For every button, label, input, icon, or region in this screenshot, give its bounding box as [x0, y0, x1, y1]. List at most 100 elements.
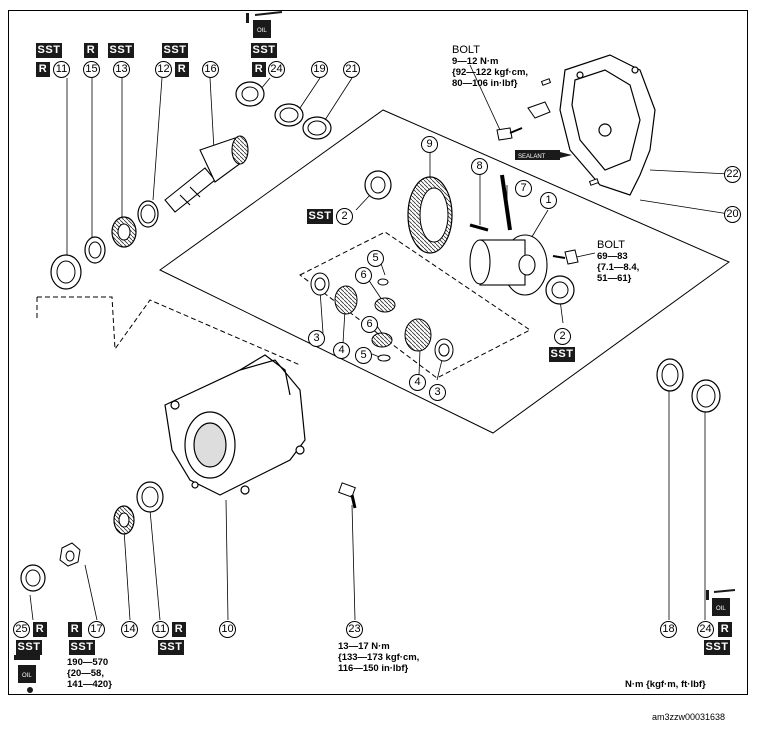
callout-7: 7: [515, 180, 532, 197]
spec-line: {20—58,: [67, 668, 104, 679]
callout-9: 9: [421, 136, 438, 153]
side-bearing-2-lower-drawing: [545, 275, 575, 305]
lock-nut-torque-spec: 190—570 {20—58, 141—420}: [67, 657, 112, 690]
spec-line: 190—570: [67, 657, 109, 668]
spec-line: {7.1—8.4,: [597, 262, 640, 273]
sealant-tube-drawing: [515, 150, 572, 160]
carrier-assembly-outline: [159, 109, 730, 434]
shaft-8-drawing: [469, 223, 489, 232]
callout-15: 15: [83, 61, 100, 78]
oil-label: OIL: [716, 606, 726, 612]
rear-cover-22-drawing: [559, 54, 656, 196]
callout-3: 3: [429, 384, 446, 401]
sst-badge: SST: [307, 209, 333, 224]
drive-pinion-16-drawing: [164, 135, 249, 213]
callout-14: 14: [121, 621, 138, 638]
sst-badge: SST: [251, 43, 277, 58]
units-legend: N·m {kgf·m, ft·lbf}: [625, 679, 706, 690]
oil-seal-11-drawing: [50, 254, 82, 290]
sst-badge: SST: [36, 43, 62, 58]
callout-24: 24: [697, 621, 714, 638]
r-badge: R: [84, 43, 98, 58]
sst-badge: SST: [16, 640, 42, 655]
ring-gear-9-drawing: [407, 176, 453, 254]
r-badge: R: [33, 622, 47, 637]
callout-13: 13: [113, 61, 130, 78]
lock-nut-17-drawing: [59, 542, 81, 567]
r-badge: R: [175, 62, 189, 77]
pin-7-drawing: [500, 174, 512, 231]
callout-5: 5: [367, 250, 384, 267]
bearing-group-outline: [37, 296, 301, 366]
spec-line: 13—17 N·m: [338, 641, 390, 652]
callout-18: 18: [660, 621, 677, 638]
sealant-label: SEALANT: [518, 154, 546, 160]
callout-5: 5: [355, 347, 372, 364]
sst-badge: SST: [704, 640, 730, 655]
callout-24: 24: [268, 61, 285, 78]
callout-3: 3: [308, 330, 325, 347]
callout-6: 6: [355, 267, 372, 284]
r-badge: R: [718, 622, 732, 637]
sst-badge: SST: [108, 43, 134, 58]
callout-17: 17: [88, 621, 105, 638]
callout-16: 16: [202, 61, 219, 78]
spec-line: 51—61}: [597, 273, 632, 284]
spacer-15-drawing: [84, 236, 106, 264]
bearing-13-drawing: [111, 216, 137, 248]
spec-line: 116—150 in·lbf}: [338, 663, 409, 674]
callout-11: 11: [53, 61, 70, 78]
spec-line: 80—106 in·lbf}: [452, 78, 518, 89]
sensor-torque-spec: 13—17 N·m {133—173 kgf·cm, 116—150 in·lb…: [338, 641, 419, 674]
spec-line: 141—420}: [67, 679, 112, 690]
sst-badge: SST: [158, 640, 184, 655]
sst-badge: SST: [549, 347, 575, 362]
oil-seal-24-drawing: [235, 81, 265, 107]
sst-badge: SST: [69, 640, 95, 655]
sst-badge: SST: [162, 43, 188, 58]
callout-11: 11: [152, 621, 169, 638]
callout-4: 4: [333, 342, 350, 359]
spec-line: 9—12 N·m: [452, 56, 499, 67]
spec-line: {133—173 kgf·cm,: [338, 652, 420, 663]
sensor-23-drawing: [338, 482, 357, 509]
bolt-right-torque-spec: BOLT 69—83 {7.1—8.4, 51—61}: [597, 239, 640, 285]
pinion-gear-set-outline: [299, 231, 531, 379]
shim-12-drawing: [137, 200, 159, 228]
callout-12: 12: [155, 61, 172, 78]
callout-1: 1: [540, 192, 557, 209]
r-badge: R: [36, 62, 50, 77]
bolt-top-torque-spec: BOLT 9—12 N·m {92—122 kgf·cm, 80—106 in·…: [452, 44, 529, 90]
spec-line: 69—83: [597, 251, 628, 262]
ring-gear-bolt-drawing: [552, 249, 579, 265]
callout-21: 21: [343, 61, 360, 78]
callout-23: 23: [346, 621, 363, 638]
callout-20: 20: [724, 206, 741, 223]
spec-line: {92—122 kgf·cm,: [452, 67, 529, 78]
bolt-title: BOLT: [597, 239, 625, 251]
oil-can-icon: [14, 655, 40, 693]
oil-label: OIL: [257, 28, 267, 34]
callout-22: 22: [724, 166, 741, 183]
r-badge: R: [252, 62, 266, 77]
callout-19: 19: [311, 61, 328, 78]
callout-2: 2: [336, 208, 353, 225]
callout-8: 8: [471, 158, 488, 175]
callout-10: 10: [219, 621, 236, 638]
callout-4: 4: [409, 374, 426, 391]
oil-can-icon: [706, 589, 736, 616]
carrier-housing-10-drawing: [164, 354, 306, 496]
diagram-frame: [8, 10, 748, 695]
oil-label: OIL: [22, 673, 32, 679]
differential-case-1-drawing: [469, 234, 548, 296]
r-badge: R: [68, 622, 82, 637]
r-badge: R: [172, 622, 186, 637]
callout-6: 6: [361, 316, 378, 333]
side-bearing-2-upper-drawing: [364, 170, 392, 200]
oil-can-icon: [246, 11, 283, 38]
callout-25: 25: [13, 621, 30, 638]
bolt-title: BOLT: [452, 44, 480, 56]
callout-2: 2: [554, 328, 571, 345]
